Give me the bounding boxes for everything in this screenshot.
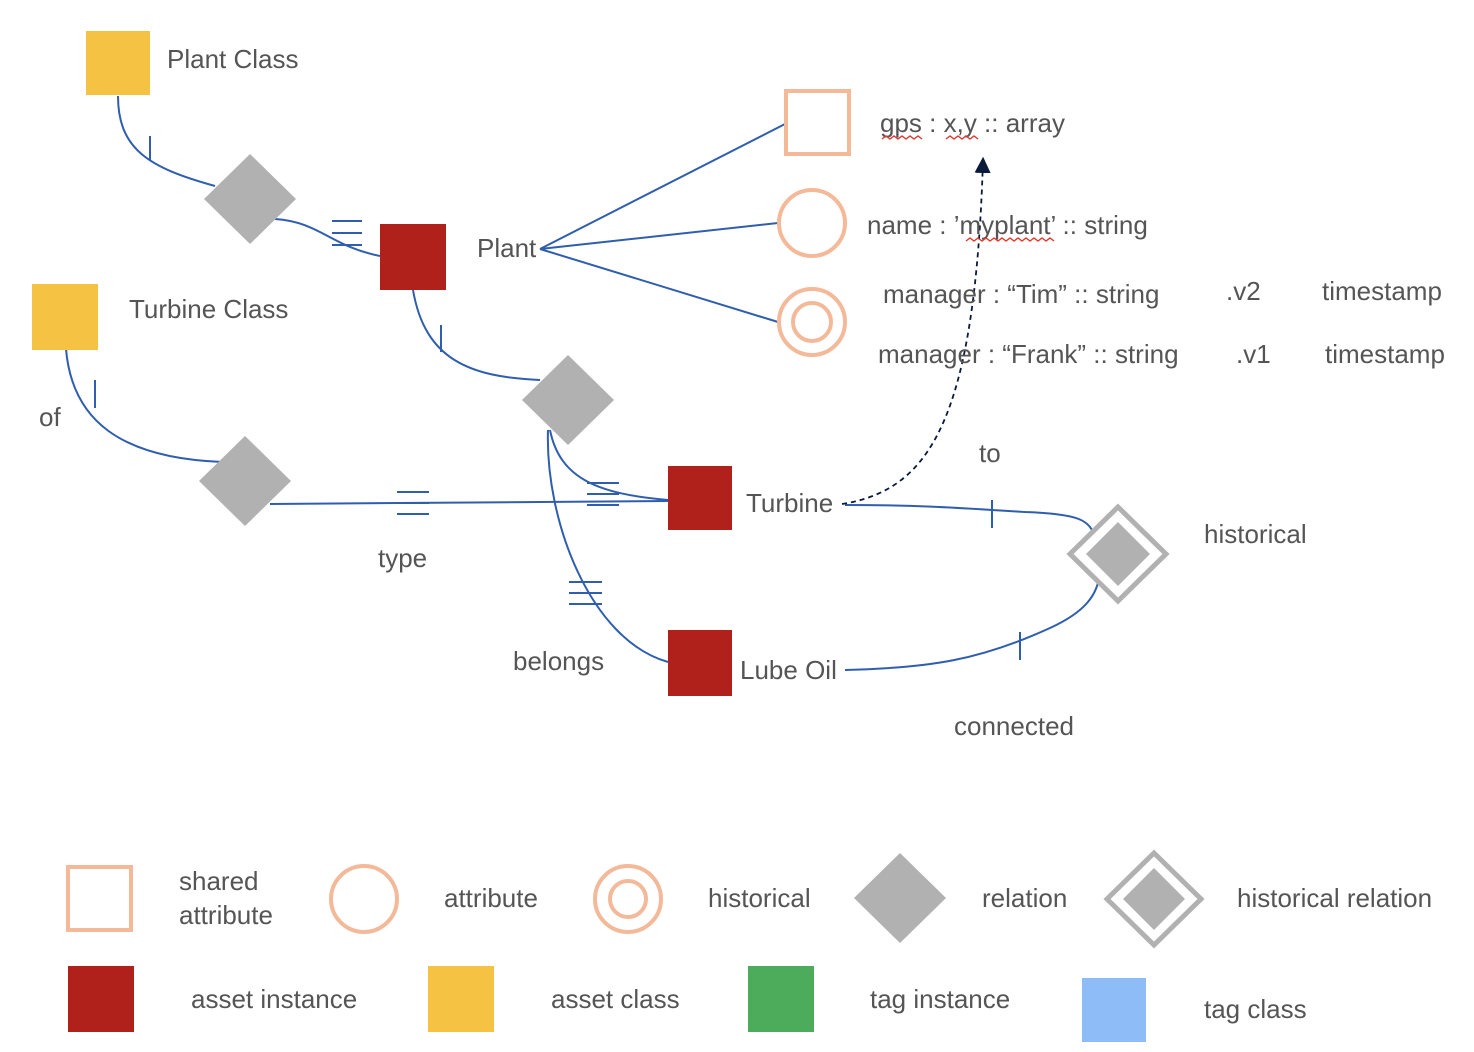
- edge-plant-to-name: [539, 222, 779, 250]
- edge-plant-class-to-relation: [117, 95, 216, 187]
- manager-v1-version: .v1: [1236, 339, 1271, 369]
- connected-label: connected: [954, 711, 1074, 741]
- legend-shared-attribute-swatch: [66, 865, 133, 932]
- legend-historical-relation-swatch-inner: [1123, 868, 1185, 930]
- edge-lube-oil-to-historical: [844, 571, 1101, 671]
- spellcheck-underline: [945, 135, 979, 140]
- manager-v1-label: manager : “Frank” :: string: [878, 339, 1179, 369]
- edge-relation-to-plant: [274, 218, 381, 257]
- legend-shared-attribute-label: shared: [179, 866, 259, 896]
- edge-turbine-to-historical: [844, 504, 1096, 539]
- edge-turbine-class-to-relation: [65, 348, 223, 463]
- edges: [65, 95, 1101, 671]
- legend-tag-instance-swatch: [748, 966, 814, 1032]
- edge-belongs-to-turbine: [549, 429, 669, 501]
- turbine-label: Turbine: [746, 488, 833, 518]
- plant-node[interactable]: [380, 224, 446, 290]
- name-attribute-label: name : ’myplant’ :: string: [867, 210, 1148, 240]
- gps-shared-attribute-node[interactable]: [784, 89, 851, 156]
- lube-oil-label: Lube Oil: [740, 655, 837, 685]
- legend-tag-instance-label: tag instance: [870, 984, 1010, 1014]
- edge-plant-to-gps: [539, 123, 786, 250]
- legend-attribute-label: attribute: [444, 883, 538, 913]
- spellcheck-underline: [965, 237, 1055, 242]
- legend-historical-relation-label: historical relation: [1237, 883, 1432, 913]
- nodes: Plant Class Plant Turbine Class of type …: [32, 31, 1445, 741]
- type-label: type: [378, 543, 427, 573]
- legend-asset-instance-label: asset instance: [191, 984, 357, 1014]
- belongs-label: belongs: [513, 646, 604, 676]
- legend-asset-class-label: asset class: [551, 984, 680, 1014]
- legend-tag-class-label: tag class: [1204, 994, 1307, 1024]
- legend-historical-swatch-inner: [608, 879, 648, 919]
- edge-plant-to-belongs: [412, 289, 541, 381]
- edge-turbine-to-gps-dotted: [841, 156, 991, 505]
- to-label: to: [979, 438, 1001, 468]
- edge-plant-to-manager: [539, 248, 779, 323]
- edge-belongs-to-lube-oil: [546, 429, 669, 663]
- turbine-class-node[interactable]: [32, 284, 98, 350]
- turbine-node[interactable]: [668, 466, 732, 530]
- plant-label: Plant: [477, 233, 537, 263]
- of-label: of: [39, 402, 61, 432]
- manager-v2-version: .v2: [1226, 276, 1261, 306]
- manager-v2-label: manager : “Tim” :: string: [883, 279, 1159, 309]
- legend-relation-swatch: [854, 853, 946, 943]
- plant-class-node[interactable]: [86, 31, 150, 95]
- legend-attribute-swatch: [329, 864, 399, 934]
- gps-attribute-label: gps : x,y :: array: [880, 108, 1065, 138]
- historical-relation-inner: [1086, 522, 1150, 586]
- turbine-class-label: Turbine Class: [129, 294, 288, 324]
- relation-diamond-plant-class[interactable]: [204, 154, 296, 244]
- edge-type-to-turbine: [269, 500, 669, 505]
- relation-diamond-type[interactable]: [199, 436, 291, 526]
- lube-oil-node[interactable]: [668, 630, 732, 696]
- manager-historical-attribute-inner: [791, 301, 833, 343]
- name-attribute-node[interactable]: [777, 188, 847, 258]
- manager-v2-timestamp: timestamp: [1322, 276, 1442, 306]
- manager-v1-timestamp: timestamp: [1325, 339, 1445, 369]
- legend: shared attribute attribute historical re…: [66, 849, 1432, 1042]
- legend-shared-attribute-label: attribute: [179, 900, 273, 930]
- plant-class-label: Plant Class: [167, 44, 299, 74]
- legend-tag-class-swatch: [1082, 978, 1146, 1042]
- legend-relation-label: relation: [982, 883, 1067, 913]
- relation-diamond-belongs[interactable]: [522, 355, 614, 445]
- historical-relation-label: historical: [1204, 519, 1307, 549]
- legend-asset-class-swatch: [428, 966, 494, 1032]
- legend-asset-instance-swatch: [68, 966, 134, 1032]
- legend-historical-label: historical: [708, 883, 811, 913]
- spellcheck-underline: [881, 135, 923, 140]
